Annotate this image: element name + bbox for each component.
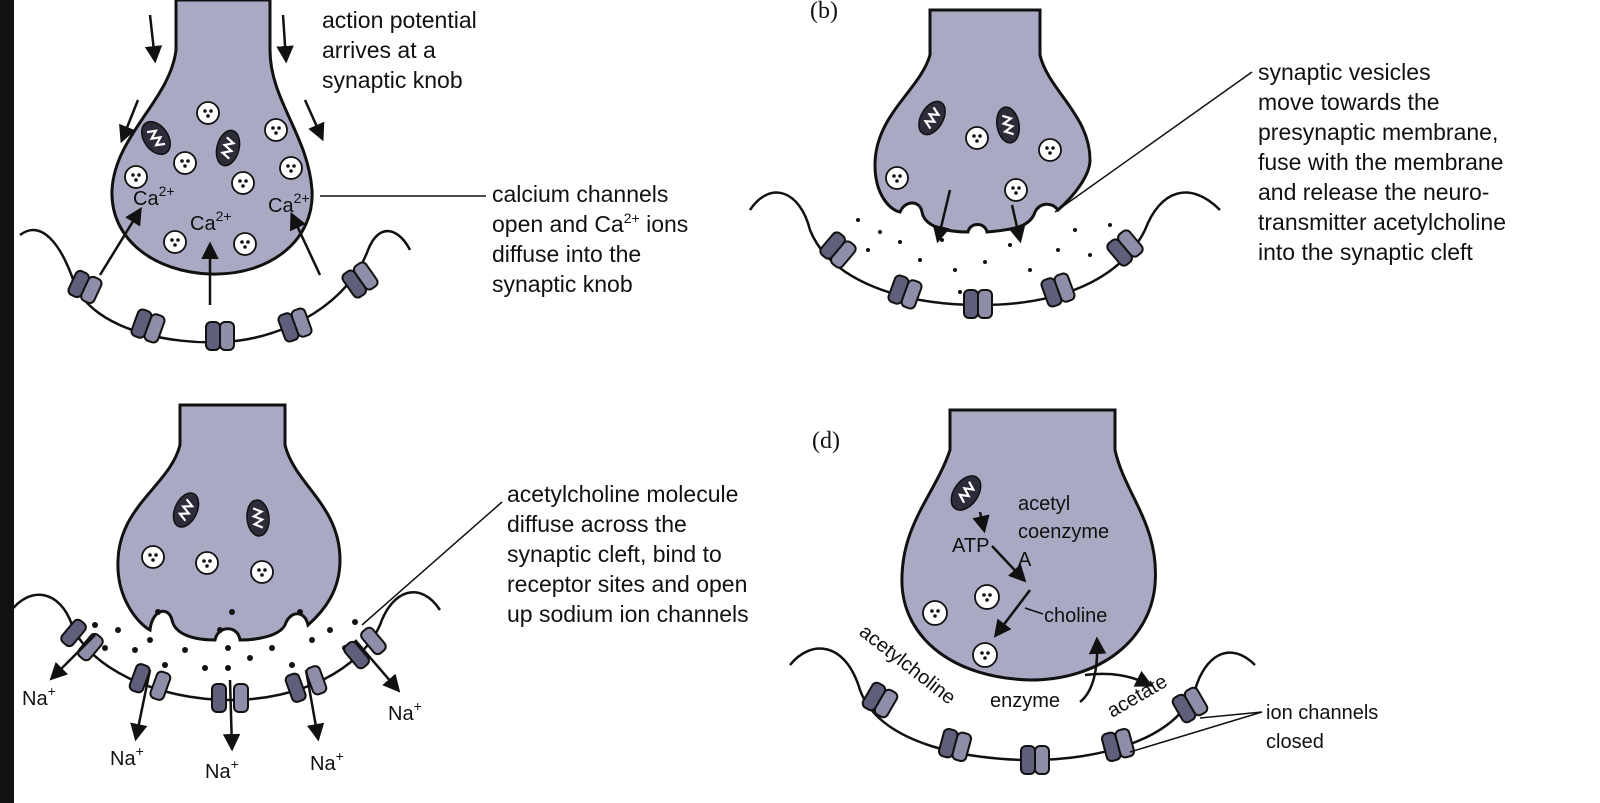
ion-channel <box>887 274 923 310</box>
ion-channel <box>861 681 899 719</box>
svg-text:into the synaptic cleft: into the synaptic cleft <box>1258 239 1473 265</box>
svg-text:and release the neuro-: and release the neuro- <box>1258 179 1489 205</box>
leader-line <box>1024 607 1044 615</box>
acetyl-coenzyme-label: acetyl <box>1018 493 1070 515</box>
svg-text:diffuse into the: diffuse into the <box>492 241 641 267</box>
sodium-channels-open <box>60 618 387 713</box>
svg-text:arrives at a: arrives at a <box>322 37 436 63</box>
sodium-ion-label: Na+ <box>205 756 239 783</box>
atp-label: ATP <box>952 535 989 557</box>
calcium-channel <box>277 307 313 343</box>
ion-channel <box>937 727 973 763</box>
sodium-ion-label: Na+ <box>22 683 56 710</box>
svg-text:fuse with the membrane: fuse with the membrane <box>1258 149 1503 175</box>
receptor-channels <box>819 229 1144 319</box>
svg-text:action potential: action potential <box>322 7 477 33</box>
acetylcholine-molecules <box>92 609 358 671</box>
calcium-channel <box>205 321 235 351</box>
synaptic-vesicles <box>124 101 303 256</box>
ion-channel <box>1171 686 1209 724</box>
vesicle-movement-arrows <box>932 189 1026 244</box>
synaptic-vesicles <box>885 126 1062 202</box>
ion-channels-closed <box>861 681 1209 775</box>
mitochondria <box>140 120 241 167</box>
coenzyme-a-label: A <box>1018 549 1032 571</box>
calcium-channel <box>67 269 103 305</box>
calcium-channel <box>130 308 166 344</box>
leader-line <box>361 501 503 626</box>
action-potential-caption: action potential arrives at a synaptic k… <box>322 7 477 93</box>
sodium-ion-label: Na+ <box>388 698 422 725</box>
sodium-channel <box>128 663 172 701</box>
choline-label: choline <box>1044 605 1107 627</box>
svg-text:synaptic knob: synaptic knob <box>492 271 633 297</box>
sodium-ion-label: Na+ <box>310 748 344 775</box>
sodium-channel <box>343 626 387 670</box>
synaptic-knob <box>873 8 1092 234</box>
calcium-channel <box>341 261 379 299</box>
synaptic-vesicles <box>141 545 274 584</box>
sodium-channel <box>211 683 249 713</box>
ion-channel <box>1040 272 1076 308</box>
calcium-influx-arrows <box>98 207 322 305</box>
sodium-channel <box>60 618 104 662</box>
action-potential-arrows <box>119 14 325 144</box>
svg-text:synaptic vesicles: synaptic vesicles <box>1258 59 1431 85</box>
panel-a: Ca2+ Ca2+ Ca2+ action potential arrives … <box>19 0 688 351</box>
svg-text:move towards the: move towards the <box>1258 89 1440 115</box>
sodium-influx-arrows <box>49 634 401 752</box>
leader-line <box>1054 71 1253 213</box>
svg-text:diffuse across the: diffuse across the <box>507 511 687 537</box>
recycling-arrows <box>972 511 1154 703</box>
panel-b: (b) <box>748 0 1506 319</box>
mitochondria <box>172 492 270 537</box>
svg-text:receptor sites and open: receptor sites and open <box>507 571 747 597</box>
acetylcholine-binding-caption: acetylcholine molecule diffuse across th… <box>507 481 749 627</box>
svg-text:ion channels: ion channels <box>1266 702 1378 724</box>
svg-text:synaptic cleft, bind to: synaptic cleft, bind to <box>507 541 722 567</box>
ion-channel <box>1020 745 1050 775</box>
ion-channel <box>1106 229 1144 267</box>
scan-edge <box>0 0 14 803</box>
mitochondrion <box>950 475 982 511</box>
calcium-ion-label: Ca2+ <box>190 208 232 235</box>
svg-text:acetylcholine molecule: acetylcholine molecule <box>507 481 738 507</box>
svg-text:open and Ca2+ ions: open and Ca2+ ions <box>492 210 688 237</box>
svg-text:synaptic knob: synaptic knob <box>322 67 463 93</box>
calcium-ion-label: Ca2+ <box>133 183 175 210</box>
panel-label-b: (b) <box>810 0 838 24</box>
vesicle-release-caption: synaptic vesicles move towards the presy… <box>1258 59 1506 265</box>
panel-d: (d) ATP acetyl coenzyme A choline a <box>789 408 1378 775</box>
svg-text:up sodium ion channels: up sodium ion channels <box>507 601 749 627</box>
calcium-channel-caption: calcium channels open and Ca2+ ions diff… <box>492 181 688 297</box>
acetyl-coenzyme-label: coenzyme <box>1018 521 1109 543</box>
calcium-channels <box>67 261 379 351</box>
synaptic-knob <box>900 408 1157 682</box>
panel-c: Na+ Na+ Na+ Na+ Na+ acetylcholine molecu… <box>8 403 749 783</box>
ion-channel <box>819 231 857 269</box>
ion-channel <box>1100 727 1136 763</box>
synaptic-vesicles <box>922 584 1000 668</box>
sodium-ion-label: Na+ <box>110 743 144 770</box>
svg-text:presynaptic membrane,: presynaptic membrane, <box>1258 119 1498 145</box>
panel-label-d: (d) <box>812 428 840 454</box>
acetate-label: acetate <box>1104 670 1172 722</box>
enzyme-label: enzyme <box>990 690 1060 712</box>
calcium-ion-label: Ca2+ <box>268 190 310 217</box>
closed-channel-leaders <box>1129 711 1263 753</box>
svg-text:closed: closed <box>1266 731 1324 753</box>
mitochondria <box>918 100 1021 144</box>
ion-channel <box>963 289 993 319</box>
svg-text:calcium channels: calcium channels <box>492 181 668 207</box>
svg-text:transmitter acetylcholine: transmitter acetylcholine <box>1258 209 1506 235</box>
ion-channels-closed-caption: ion channels closed <box>1266 702 1378 753</box>
synaptic-knob <box>116 403 342 642</box>
sodium-channel <box>284 665 328 703</box>
